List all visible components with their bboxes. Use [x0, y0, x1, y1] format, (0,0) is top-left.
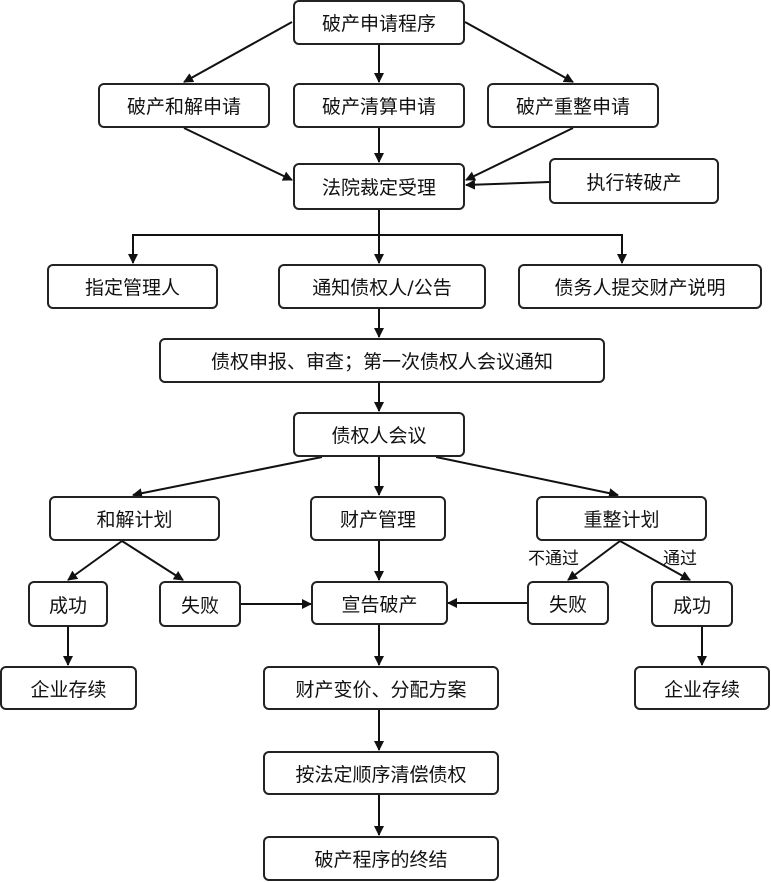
edge-meeting-conciliation [132, 456, 323, 499]
node-liquidate-distribute: 财产变价、分配方案 [263, 666, 499, 710]
node-success-left: 成功 [28, 581, 108, 627]
node-conciliation-plan: 和解计划 [49, 496, 220, 541]
node-reorg-apply: 破产重整申请 [487, 83, 659, 128]
edge-label-not-passed: 不通过 [528, 549, 579, 569]
edge-plan-fail-left [121, 540, 184, 581]
node-repay: 按法定顺序清偿债权 [263, 751, 499, 795]
edge-reorg-fail [567, 540, 621, 581]
edge-start-conciliation [183, 21, 293, 83]
edge-start-reorg [464, 21, 574, 83]
node-creditors-meeting: 债权人会议 [293, 412, 465, 457]
node-claims-review: 债权申报、审查；第一次债权人会议通知 [159, 338, 605, 383]
node-enterprise-left: 企业存续 [0, 666, 137, 710]
node-reorg-plan: 重整计划 [536, 496, 707, 541]
node-notify-creditors: 通知债权人/公告 [278, 264, 486, 309]
node-end: 破产程序的终结 [263, 836, 499, 881]
edge-conciliation-court [183, 127, 293, 181]
edge-reorg-court [465, 127, 574, 181]
node-exec-to-bankruptcy: 执行转破产 [549, 158, 719, 204]
edge-label-passed: 通过 [663, 549, 697, 569]
node-liquidation-apply: 破产清算申请 [293, 83, 465, 128]
edge-reorg-success [619, 540, 691, 581]
node-conciliation-apply: 破产和解申请 [98, 83, 270, 128]
edge-exec-court [465, 179, 550, 190]
node-declare-bankruptcy: 宣告破产 [311, 581, 448, 625]
node-enterprise-right: 企业存续 [634, 666, 770, 710]
node-start: 破产申请程序 [293, 0, 465, 45]
node-court-accept: 法院裁定受理 [293, 163, 465, 210]
node-fail-left: 失败 [159, 581, 241, 627]
node-appoint-admin: 指定管理人 [47, 264, 218, 309]
node-success-right: 成功 [651, 581, 733, 627]
node-property-management: 财产管理 [310, 496, 446, 541]
edge-meeting-reorg [435, 456, 619, 499]
node-fail-right: 失败 [527, 581, 609, 625]
edge-plan-success-left [67, 540, 123, 581]
node-debtor-property: 债务人提交财产说明 [518, 264, 762, 309]
